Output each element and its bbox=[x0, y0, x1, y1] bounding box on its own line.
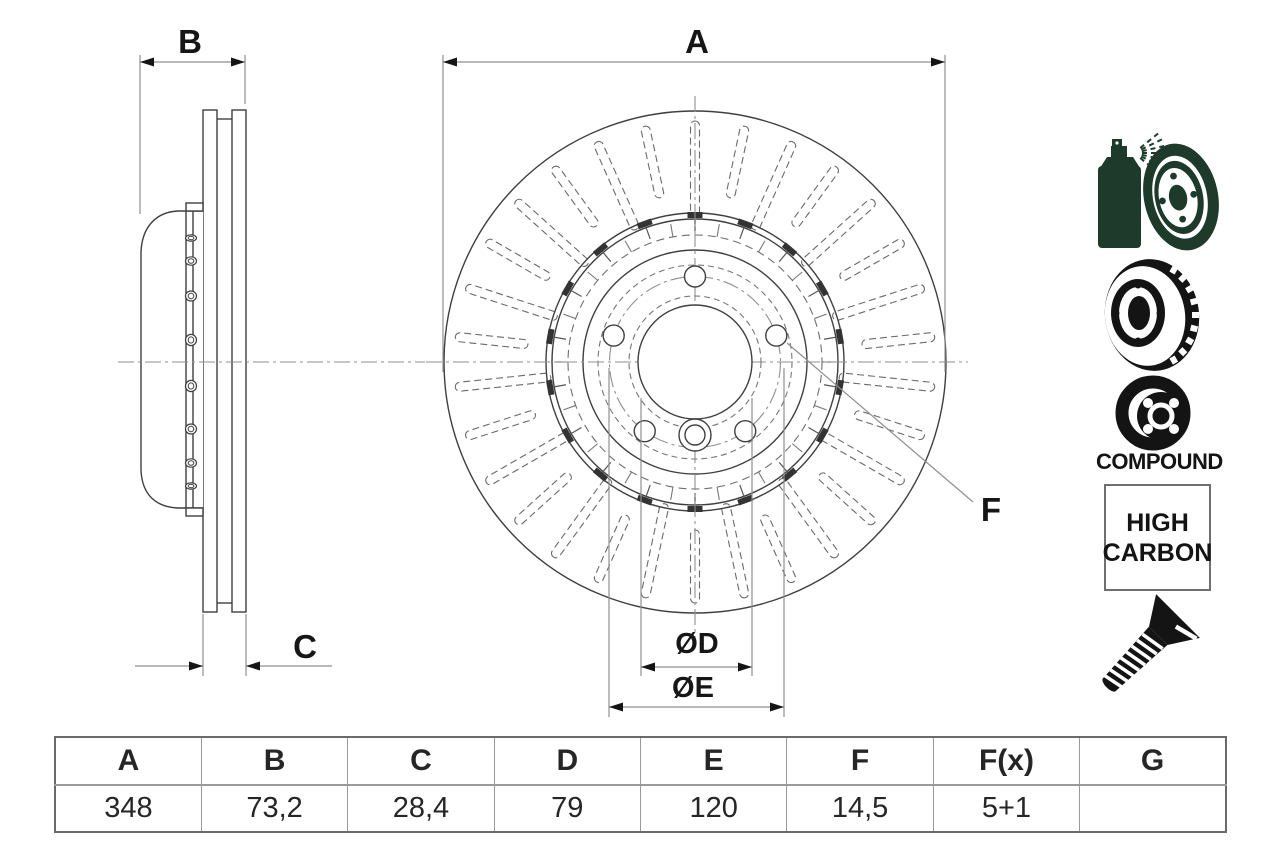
header-D: D bbox=[493, 737, 641, 786]
dim-C: C bbox=[135, 614, 332, 676]
dim-F: F bbox=[786, 342, 1001, 528]
value-B: 73,2 bbox=[200, 785, 348, 832]
vent-slots bbox=[454, 120, 936, 604]
high-carbon-line1: HIGH bbox=[1126, 508, 1189, 537]
dimension-table: A B C D E F F(x) G 348 73,2 28,4 79 120 … bbox=[54, 736, 1227, 833]
hat-vent-holes bbox=[184, 234, 198, 490]
dim-E: ØE bbox=[608, 368, 785, 717]
value-Fx: 5+1 bbox=[932, 785, 1080, 832]
label-D: ØD bbox=[675, 628, 719, 660]
value-C: 28,4 bbox=[347, 785, 495, 832]
header-F: F bbox=[786, 737, 934, 786]
header-G: G bbox=[1079, 737, 1226, 786]
table-header-row: A B C D E F F(x) G bbox=[55, 737, 1226, 786]
bolt-circle bbox=[608, 275, 782, 449]
label-C: C bbox=[293, 628, 317, 665]
value-D: 79 bbox=[493, 785, 641, 832]
center-bore bbox=[637, 304, 753, 420]
dim-D: ØD bbox=[640, 398, 753, 676]
plate-outer bbox=[202, 109, 218, 613]
plate-inner bbox=[231, 109, 247, 613]
header-A: A bbox=[55, 737, 202, 786]
header-E: E bbox=[639, 737, 787, 786]
bolt-holes bbox=[602, 265, 788, 443]
value-F: 14,5 bbox=[786, 785, 934, 832]
brake-disc-drawing: B C bbox=[118, 23, 1219, 717]
label-F: F bbox=[981, 491, 1001, 528]
screw-icon bbox=[1102, 594, 1200, 692]
compound-label: COMPOUND bbox=[1096, 449, 1223, 474]
header-B: B bbox=[200, 737, 348, 786]
value-A: 348 bbox=[104, 792, 153, 824]
set-screw-hole bbox=[678, 418, 712, 452]
vented-disc-icon bbox=[1104, 259, 1200, 371]
high-carbon-line2: CARBON bbox=[1102, 538, 1213, 567]
dim-A: A bbox=[442, 23, 946, 372]
screw-threads bbox=[1103, 632, 1164, 689]
label-E: ØE bbox=[672, 672, 714, 704]
header-Fx: F(x) bbox=[932, 737, 1080, 786]
table-value-row: 348 73,2 28,4 79 120 14,5 5+1 bbox=[55, 785, 1226, 832]
label-A: A bbox=[685, 23, 709, 60]
value-G bbox=[1079, 785, 1226, 832]
value-E: 120 bbox=[639, 785, 787, 832]
hat-outline bbox=[140, 210, 203, 509]
header-C: C bbox=[347, 737, 495, 786]
coating-spray-icon bbox=[1098, 132, 1219, 251]
front-view: A ØD ØE F bbox=[426, 23, 1001, 717]
high-carbon-badge: HIGH CARBON bbox=[1102, 484, 1213, 591]
icon-column bbox=[1098, 132, 1219, 692]
label-B: B bbox=[178, 23, 202, 60]
dim-B: B bbox=[139, 23, 246, 214]
vent-band-slots bbox=[1169, 265, 1199, 365]
compound-disc-icon bbox=[1115, 375, 1191, 451]
side-view: B C bbox=[118, 23, 425, 676]
